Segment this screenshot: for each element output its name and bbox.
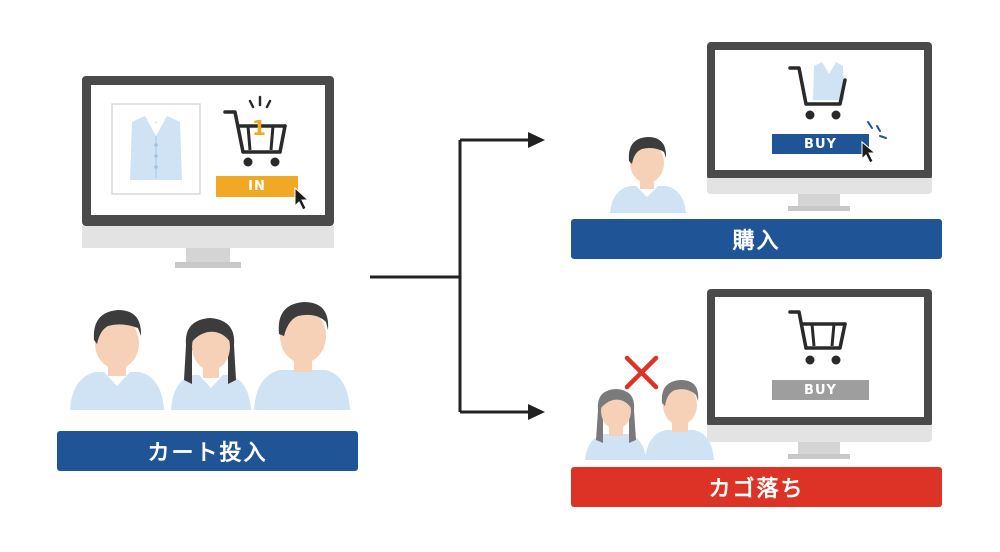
bottom-right-monitor-icon xyxy=(707,289,932,459)
person-icon-buyer xyxy=(610,137,686,213)
person-icon-woman-abandon xyxy=(585,389,646,460)
person-icon-man-1 xyxy=(70,310,164,410)
person-icon-man-2 xyxy=(254,302,350,410)
person-icon-man-abandon xyxy=(645,380,714,460)
person-icon-woman xyxy=(171,318,251,410)
cart-count-badge: 1 xyxy=(252,116,266,140)
buy-button-bottom xyxy=(772,380,869,400)
cursor-icon xyxy=(294,186,310,211)
cart-with-shirt-icon xyxy=(788,62,847,120)
click-lines-icon xyxy=(867,121,887,139)
buy-button-bottom-label: BUY xyxy=(804,382,837,398)
in-button xyxy=(216,176,298,197)
x-mark-icon xyxy=(624,355,659,390)
cart-abandon-label: カゴ落ち xyxy=(571,467,942,507)
cursor-icon-top xyxy=(861,140,877,164)
cart-add-label: カート投入 xyxy=(57,431,358,471)
in-button-label: IN xyxy=(248,179,266,194)
cart-icon xyxy=(223,95,287,167)
purchase-label: 購入 xyxy=(571,219,942,259)
top-right-monitor-icon xyxy=(707,42,932,211)
empty-cart-icon xyxy=(788,310,847,365)
arrow-icon xyxy=(370,132,545,420)
buy-button-top-label: BUY xyxy=(804,136,837,152)
shirt-product-icon xyxy=(111,103,201,195)
buy-button-top xyxy=(772,134,869,154)
